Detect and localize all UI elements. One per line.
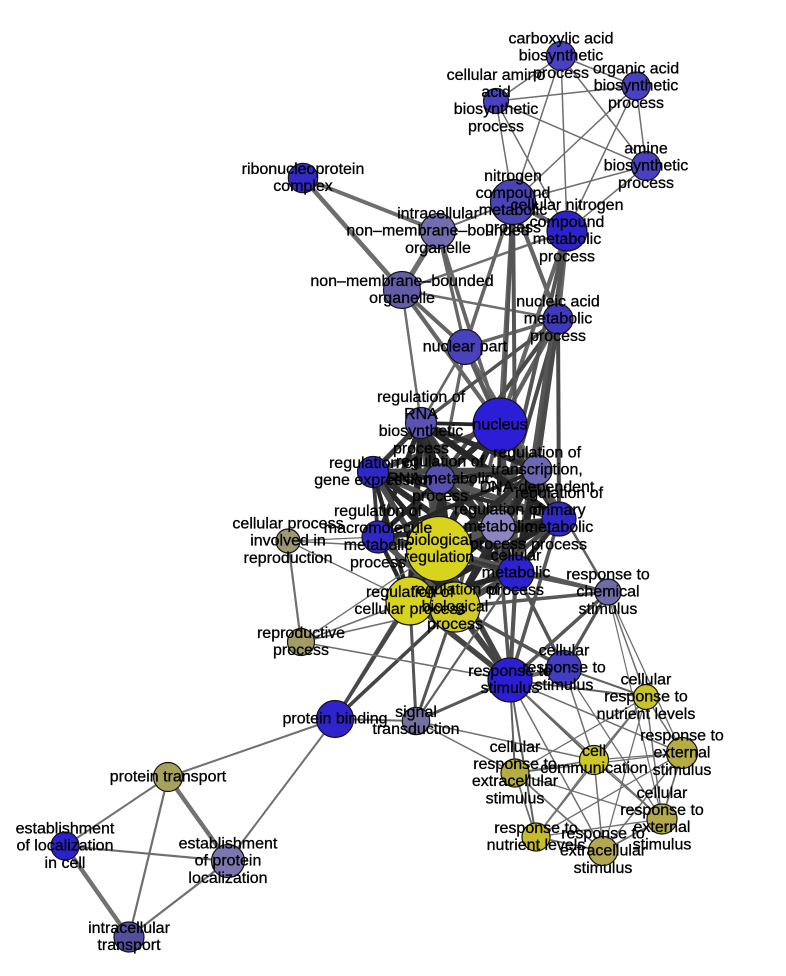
svg-text:nucleus: nucleus <box>472 417 527 434</box>
svg-text:nuclear part: nuclear part <box>423 339 508 356</box>
svg-text:protein binding: protein binding <box>283 711 388 728</box>
svg-text:protein transport: protein transport <box>110 769 227 786</box>
